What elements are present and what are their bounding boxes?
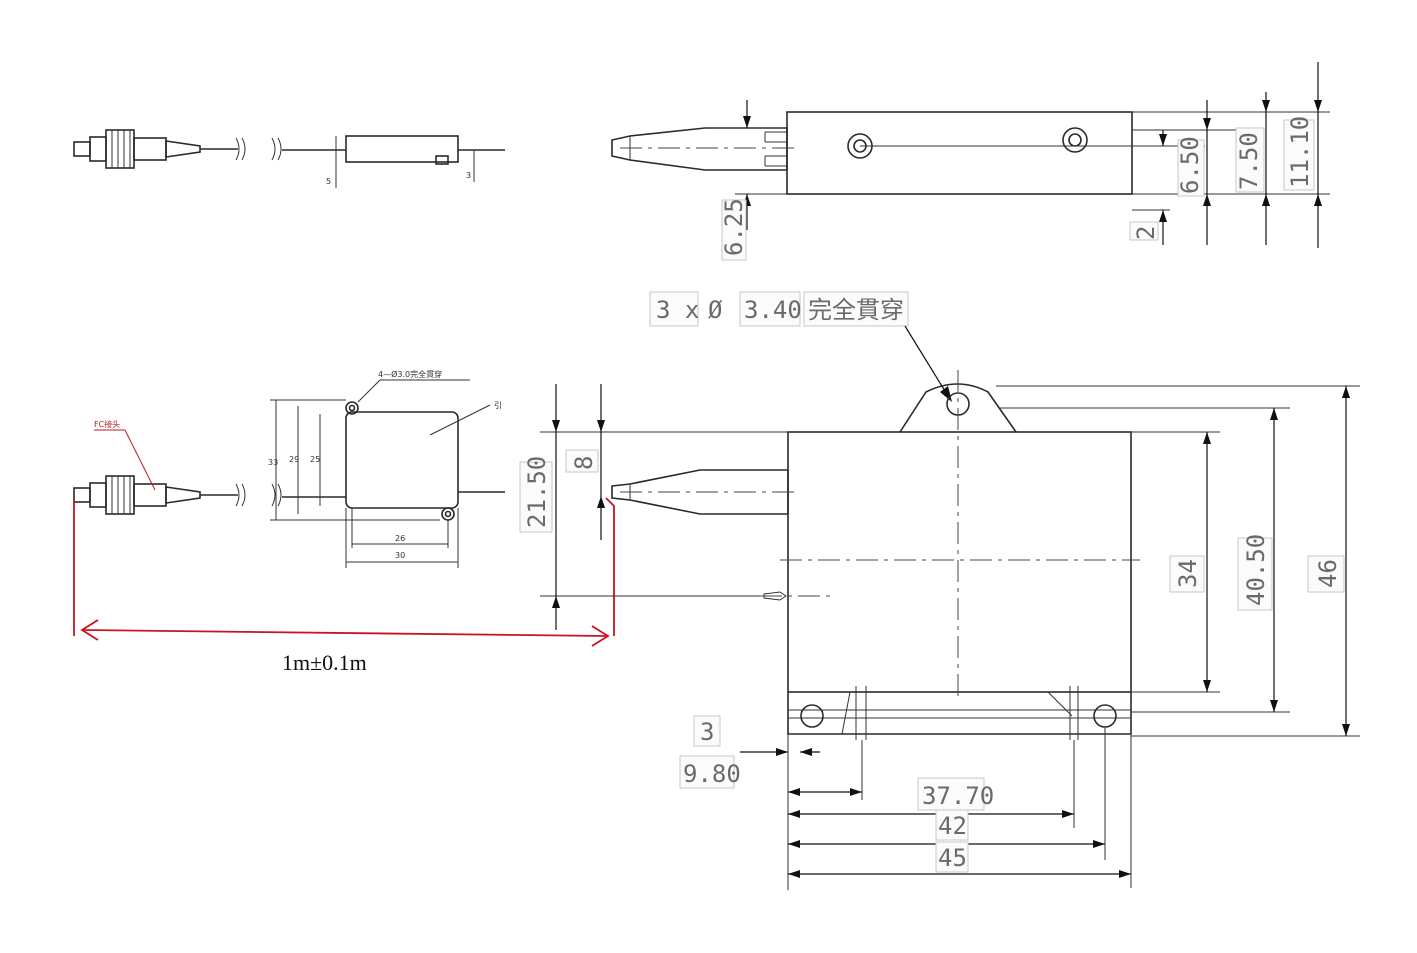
- small-plan-view: 4—Ø3.0完全貫穿 引 FC接头 33 29 25 26 30: [73, 369, 505, 568]
- dim-37-70: 37.70: [922, 782, 994, 810]
- top-side-view: 6.25 2 6.50 7.50 11.10: [611, 62, 1330, 261]
- small-plan-dim-33: 33: [268, 458, 278, 467]
- dim-3: 3: [700, 718, 714, 746]
- hole-note-callout: 3 x Ø 3.40 完全貫穿: [649, 291, 952, 402]
- dim-8: 8: [570, 456, 598, 470]
- small-plan-part-tag: 引: [494, 401, 502, 410]
- small-plan-dim-26: 26: [395, 534, 405, 543]
- dim-11-10: 11.10: [1286, 116, 1314, 188]
- dim-46: 46: [1314, 559, 1342, 588]
- side-dim-b: 3: [466, 171, 471, 180]
- dim-6-25: 6.25: [720, 198, 748, 256]
- side-dim-a: 5: [326, 177, 331, 186]
- dim-2: 2: [1132, 226, 1160, 240]
- small-side-view: 5 3: [73, 129, 505, 188]
- hole-note-value: 3.40: [744, 296, 802, 324]
- small-plan-hole-note: 4—Ø3.0完全貫穿: [378, 369, 442, 379]
- dim-6-50: 6.50: [1176, 136, 1204, 194]
- dim-45: 45: [938, 844, 967, 872]
- hole-note-symbol: Ø: [708, 296, 723, 324]
- small-plan-dim-29: 29: [289, 455, 299, 464]
- fiber-length-label: 1m±0.1m: [282, 650, 367, 675]
- main-plan-view: 21.50 8 34 40.50 46 3 9.80: [519, 370, 1360, 890]
- hole-note-count: 3 x: [656, 296, 699, 324]
- small-plan-dim-25: 25: [310, 455, 320, 464]
- dim-34: 34: [1174, 559, 1202, 588]
- small-plan-dim-30: 30: [395, 551, 405, 560]
- dim-21-50: 21.50: [523, 456, 551, 528]
- dim-42: 42: [938, 812, 967, 840]
- hole-note-text: 完全貫穿: [808, 296, 904, 324]
- dim-7-50: 7.50: [1235, 132, 1263, 190]
- fiber-length-dimension: [73, 497, 615, 647]
- dim-9-80: 9.80: [683, 760, 741, 788]
- dim-40-50: 40.50: [1242, 534, 1270, 606]
- connector-label: FC接头: [94, 419, 120, 429]
